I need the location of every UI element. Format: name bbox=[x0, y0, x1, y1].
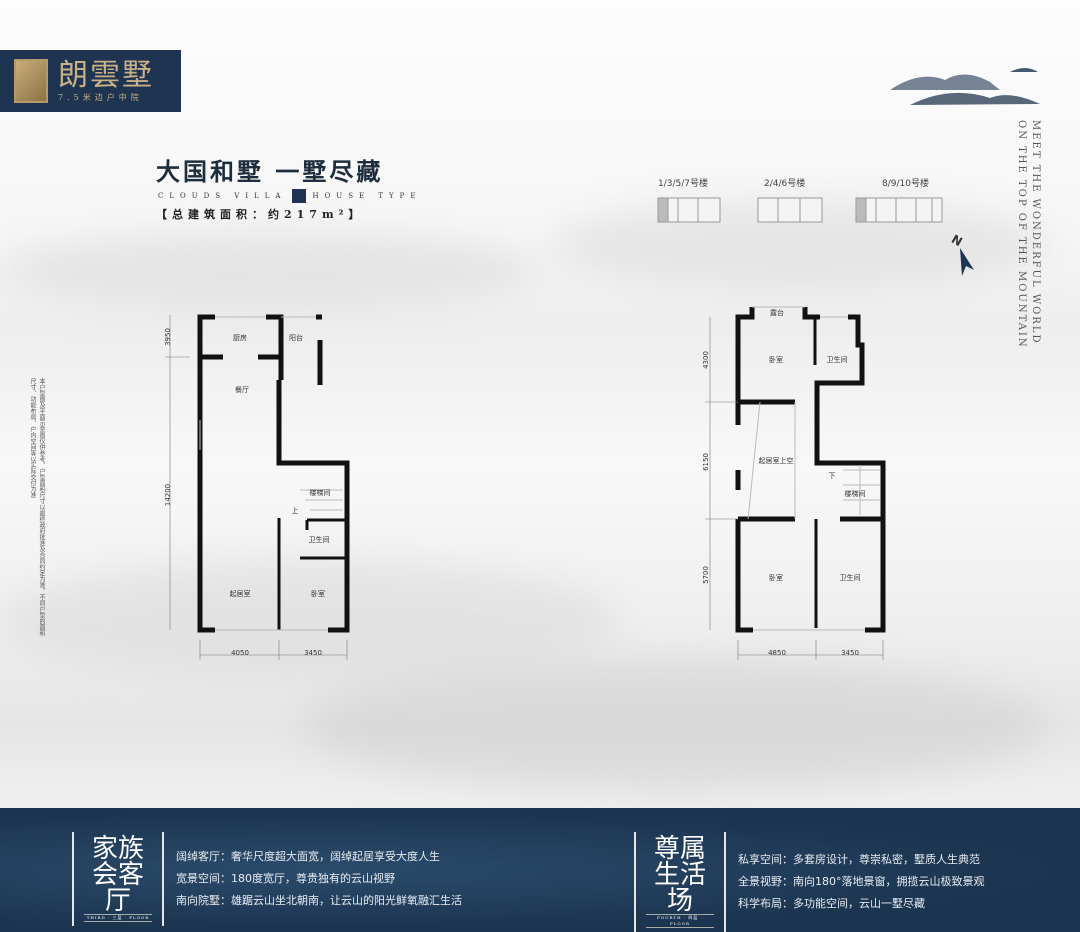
room-label: 下 bbox=[829, 472, 836, 480]
room-label: 起居室 bbox=[230, 589, 251, 598]
subtitle: CLOUDS VILLA HOUSE TYPE bbox=[158, 189, 421, 203]
key-plan-label: 8/9/10号楼 bbox=[882, 179, 929, 189]
heading-line: 家族 bbox=[91, 834, 144, 864]
key-plan-label: 1/3/5/7号楼 bbox=[658, 179, 709, 189]
heading-line: 尊属 bbox=[653, 834, 706, 864]
feature-line: 阔绰客厅：奢华尺度超大面宽，阔绰起居享受大度人生 bbox=[176, 850, 440, 863]
dimension: 4050 bbox=[231, 649, 249, 657]
room-label: 上 bbox=[292, 506, 299, 515]
plan-fourth-floor: 露台 卧室 卫生间 起居室上空 下 楼梯间 卧室 卫生间 4300 6150 5… bbox=[702, 306, 886, 660]
room-label: 厨房 bbox=[233, 333, 247, 342]
feature-line: 南向院墅：雄踞云山坐北朝南，让云山的阳光鲜氧融汇生活 bbox=[176, 894, 462, 907]
feature-line: 全景视野：南向180°落地景窗，拥揽云山极致景观 bbox=[738, 875, 985, 888]
dimension: 3450 bbox=[841, 649, 859, 657]
subtitle-left: CLOUDS VILLA bbox=[158, 192, 287, 200]
room-label: 卫生间 bbox=[309, 535, 330, 544]
room-label: 卧室 bbox=[769, 355, 783, 364]
mist bbox=[0, 560, 620, 680]
feature-block-fourth-floor: 尊属 生活场 FOURTH · 四层 · FLOOR 私享空间：多套房设计，尊崇… bbox=[634, 832, 985, 932]
room-label: 卫生间 bbox=[827, 355, 848, 364]
brand-logo: 朗雲墅 7.5米边户中院 bbox=[0, 50, 181, 112]
feature-block-third-floor: 家族 会客厅 THIRD · 三层 · FLOOR 阔绰客厅：奢华尺度超大面宽，… bbox=[72, 832, 462, 926]
feature-heading: 家族 会客厅 THIRD · 三层 · FLOOR bbox=[72, 832, 164, 926]
heading-line: 生活场 bbox=[653, 860, 706, 916]
heading-line: 会客厅 bbox=[91, 860, 144, 916]
subtitle-right: HOUSE TYPE bbox=[312, 192, 422, 200]
key-plan bbox=[657, 197, 943, 223]
room-label: 卧室 bbox=[311, 589, 325, 598]
feature-line: 宽景空间：180度宽厅，尊贵独有的云山视野 bbox=[176, 872, 395, 885]
mountain-illustration bbox=[890, 68, 1040, 105]
room-label: 楼梯间 bbox=[845, 489, 866, 498]
logo-mark bbox=[14, 59, 48, 103]
disclaimer: 本户型图及平面示意图仅供参考，户型面积尺寸以最终政府批准及合同约定为准，不同户型… bbox=[29, 378, 45, 636]
room-label: 起居室上空 bbox=[759, 456, 794, 465]
key-plan-label: 2/4/6号楼 bbox=[764, 179, 806, 189]
dimension: 5700 bbox=[702, 566, 710, 584]
room-label: 阳台 bbox=[289, 333, 303, 342]
page-title: 大国和墅 一墅尽藏 bbox=[156, 157, 384, 186]
dimension: 4850 bbox=[768, 649, 786, 657]
feature-line: 科学布局：多功能空间，云山一墅尽藏 bbox=[738, 897, 925, 910]
dimension: 3950 bbox=[164, 328, 172, 346]
room-label: 露台 bbox=[770, 308, 784, 317]
feature-line: 私享空间：多套房设计，尊崇私密，墅质人生典范 bbox=[738, 853, 980, 866]
room-label: 卫生间 bbox=[840, 573, 861, 582]
mist bbox=[300, 660, 1050, 790]
dimension: 4300 bbox=[702, 351, 710, 369]
floor-plans: 厨房 阳台 餐厅 楼梯间 上 卫生间 起居室 卧室 3950 14200 405… bbox=[164, 306, 886, 660]
logo-mark-small bbox=[292, 189, 307, 203]
mist bbox=[0, 230, 540, 310]
dimension: 14200 bbox=[164, 484, 172, 506]
plan-third-floor: 厨房 阳台 餐厅 楼梯间 上 卫生间 起居室 卧室 3950 14200 405… bbox=[164, 314, 350, 660]
room-label: 卧室 bbox=[769, 573, 783, 582]
brand-name: 朗雲墅 bbox=[58, 57, 154, 93]
north-arrow-icon: N bbox=[950, 232, 974, 276]
dimension: 6150 bbox=[702, 453, 710, 471]
slogan-line: ON THE TOP OF THE MOUNTAIN bbox=[1016, 120, 1027, 349]
room-label: 餐厅 bbox=[235, 385, 249, 394]
heading-en: FOURTH · 四层 · FLOOR bbox=[646, 914, 714, 928]
heading-en: THIRD · 三层 · FLOOR bbox=[84, 914, 152, 922]
feature-heading: 尊属 生活场 FOURTH · 四层 · FLOOR bbox=[634, 832, 726, 932]
room-label: 楼梯间 bbox=[310, 488, 331, 497]
slogan-line: MEET THE WONDERFUL WORLD bbox=[1030, 120, 1041, 345]
total-area: 【总建筑面积：约217m²】 bbox=[156, 208, 365, 221]
brand-tagline: 7.5米边户中院 bbox=[58, 92, 143, 102]
feature-band bbox=[0, 808, 1080, 932]
dimension: 3450 bbox=[304, 649, 322, 657]
